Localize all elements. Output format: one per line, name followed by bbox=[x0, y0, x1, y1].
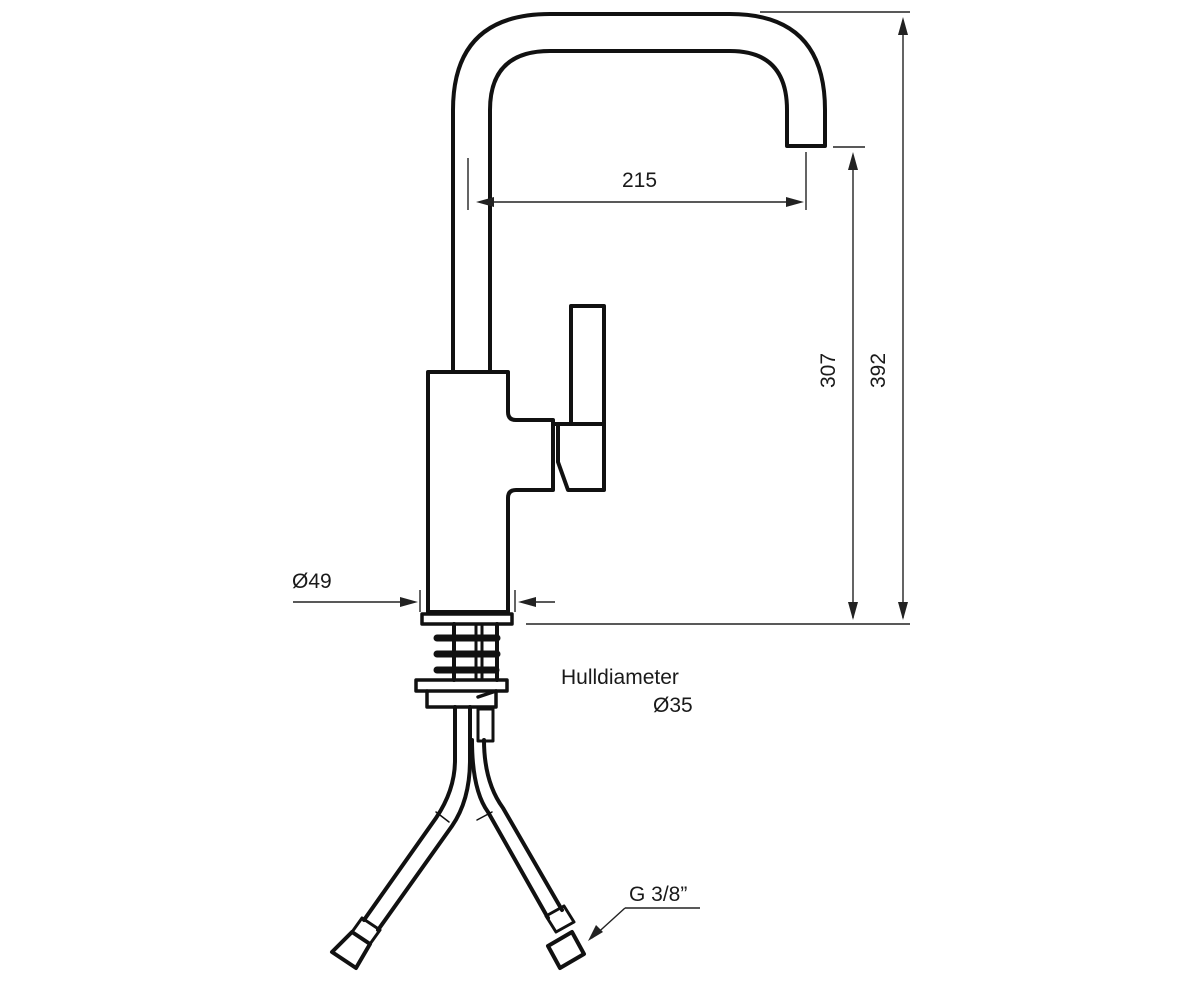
lever-base bbox=[553, 422, 606, 492]
base-ring bbox=[420, 612, 514, 626]
thread-label: G 3/8” bbox=[629, 883, 688, 906]
hose-left bbox=[362, 705, 457, 922]
fitting-left bbox=[330, 916, 382, 970]
spout-outer bbox=[451, 12, 827, 374]
hole-diameter: Ø35 bbox=[653, 694, 693, 717]
fitting-right bbox=[544, 904, 586, 970]
hole-label: Hulldiameter bbox=[561, 666, 679, 689]
faucet-body bbox=[426, 370, 555, 614]
dim-outlet-height: 307 bbox=[817, 352, 840, 388]
dim-body-diameter: Ø49 bbox=[292, 570, 332, 593]
mounting-plate bbox=[414, 678, 509, 693]
lever-handle bbox=[569, 304, 606, 426]
dim-spout-reach: 215 bbox=[622, 169, 658, 192]
hose-right bbox=[470, 738, 550, 920]
dim-total-height: 392 bbox=[867, 352, 890, 388]
